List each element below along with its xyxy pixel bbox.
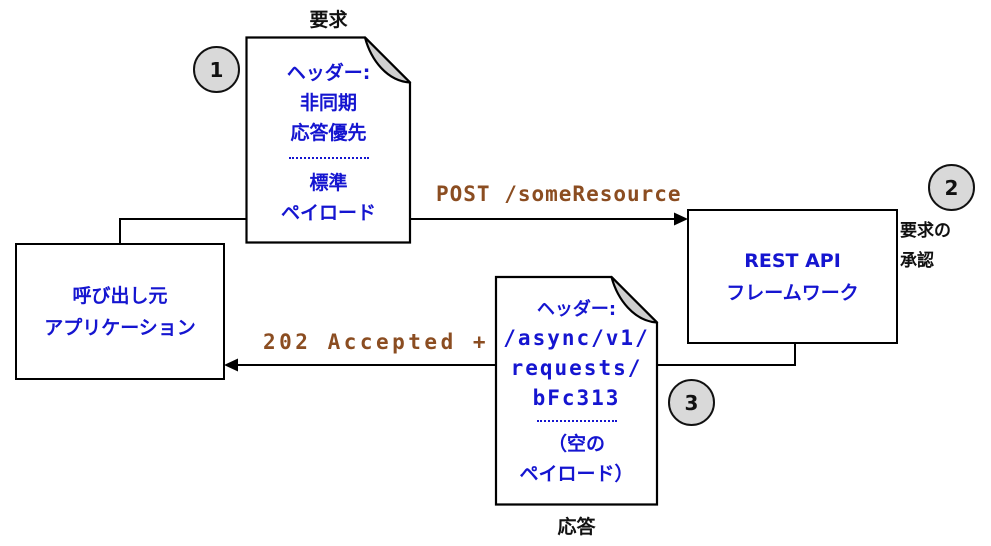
request-arrow-label: POST /someResource [436, 182, 682, 206]
dotted-separator [536, 420, 617, 422]
response-doc-header: ヘッダー: [536, 299, 617, 320]
response-arrow-line [236, 343, 796, 366]
request-doc-payload-line: ペイロード [280, 202, 376, 224]
response-arrowhead-icon [224, 358, 238, 372]
response-document-page [494, 275, 659, 506]
response-document-folded-corner-icon [610, 275, 659, 324]
request-doc-content: ヘッダー: 非同期 応答優先 標準 ペイロード [247, 38, 410, 262]
response-doc-url-line: bFc313 [532, 386, 621, 410]
step-2-label: 要求の 承認 [900, 216, 951, 276]
request-arrowhead-icon [674, 212, 688, 226]
request-document-shape [245, 36, 412, 244]
response-document-shape [494, 275, 659, 506]
step-2-number: 2 [944, 175, 959, 200]
request-doc-header-line: 応答優先 [290, 122, 367, 144]
step-1-badge: 1 [193, 46, 240, 93]
caller-box-line: 呼び出し元 [72, 284, 168, 307]
response-doc-url-line: requests/ [510, 356, 643, 380]
request-doc-payload-line: 標準 [309, 172, 348, 194]
response-doc-title: 応答 [557, 516, 596, 538]
rest-box-line: フレームワーク [726, 281, 859, 304]
request-document-folded-corner-icon [363, 36, 412, 84]
response-doc-payload-line: （空の [547, 433, 605, 455]
step-2-badge: 2 [928, 164, 975, 211]
dotted-separator [288, 157, 369, 159]
request-doc-header-line: 非同期 [299, 92, 357, 114]
rest-box-line: REST API [744, 249, 841, 272]
request-document-page [245, 36, 412, 244]
response-arrow-label: 202 Accepted + [263, 330, 490, 354]
step-3-badge: 3 [668, 379, 715, 426]
step-1-number: 1 [209, 57, 224, 82]
step-2-label-line: 要求の [900, 221, 951, 241]
rest-api-framework-box: REST API フレームワーク [687, 209, 898, 344]
request-arrow-line [119, 218, 676, 243]
response-doc-payload-line: ペイロード） [519, 463, 634, 485]
step-3-number: 3 [684, 390, 699, 415]
response-doc-content: ヘッダー: /async/v1/ requests/ bFc313 （空の ペイ… [496, 277, 657, 524]
response-doc-url-line: /async/v1/ [503, 326, 650, 350]
caller-application-box: 呼び出し元 アプリケーション [15, 243, 225, 380]
request-doc-title: 要求 [309, 9, 348, 31]
step-2-label-line: 承認 [900, 251, 934, 271]
caller-box-line: アプリケーション [44, 316, 196, 339]
request-doc-header-line: ヘッダー: [286, 62, 371, 84]
